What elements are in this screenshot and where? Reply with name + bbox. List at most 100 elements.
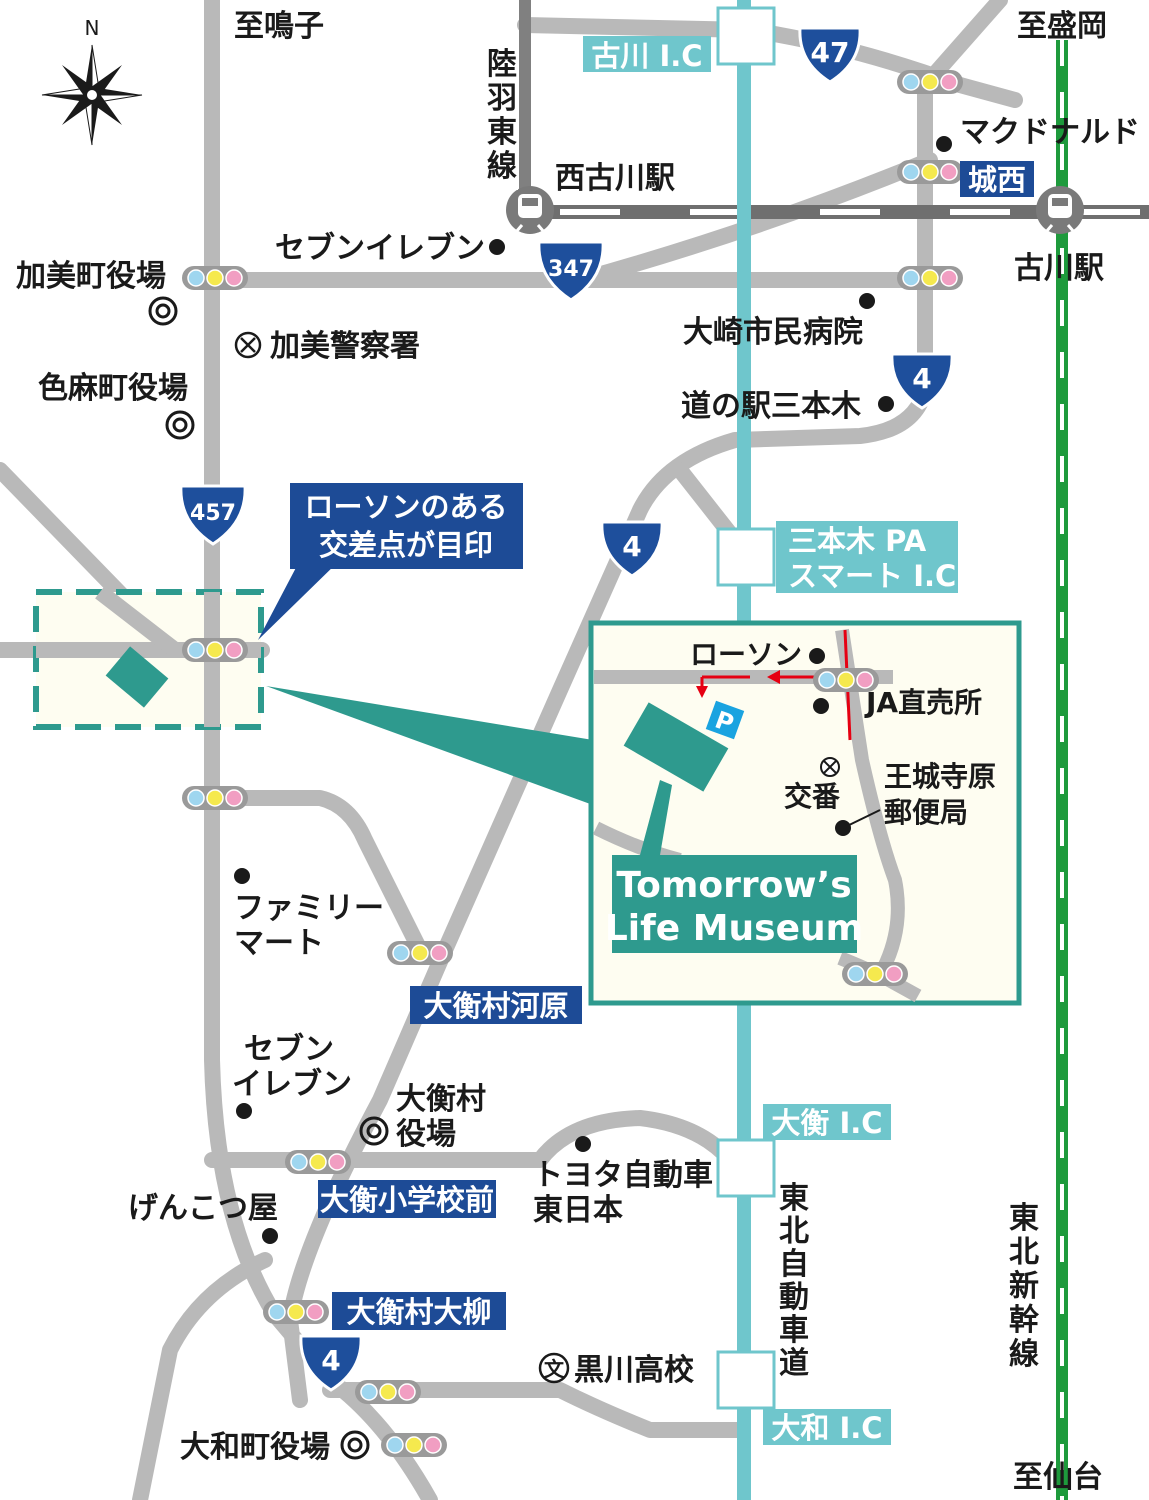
taiwa-ic-label: 大和 I.C bbox=[771, 1411, 882, 1445]
museum-building bbox=[623, 702, 729, 792]
toyota-label-2: 東日本 bbox=[533, 1193, 623, 1228]
museum-name-line2: Life Museum bbox=[605, 908, 863, 949]
taiwa-office-icon bbox=[340, 1430, 370, 1460]
traffic-signal bbox=[285, 1150, 351, 1174]
svg-text:4: 4 bbox=[912, 362, 931, 395]
shikama-office-label: 色麻町役場 bbox=[38, 371, 188, 406]
mcdonalds-label: マクドナルド bbox=[960, 115, 1140, 150]
josai-label: 城西 bbox=[968, 163, 1026, 197]
seven-eleven-label-2a: セブン bbox=[244, 1032, 334, 1067]
svg-text:347: 347 bbox=[548, 257, 594, 282]
toyota-dot bbox=[575, 1136, 591, 1152]
vertical-labels: 陸羽東線 東北自動車道 東北新幹線 bbox=[484, 40, 1042, 1381]
ohira-office-label-1: 大衡村 bbox=[396, 1082, 486, 1117]
traffic-signal bbox=[813, 668, 879, 692]
genkotsuya-dot bbox=[262, 1228, 278, 1244]
ja-dot bbox=[813, 698, 829, 714]
ohira-school-label: 大衡小学校前 bbox=[320, 1183, 494, 1217]
traffic-signal bbox=[182, 638, 248, 662]
road-47-east bbox=[952, 77, 1023, 108]
rikuu-line-label: 陸羽東線 bbox=[487, 47, 517, 184]
police-icon bbox=[234, 331, 262, 359]
morioka-direction: 至盛岡 bbox=[1017, 9, 1107, 44]
traffic-signal bbox=[897, 160, 963, 184]
traffic-signal bbox=[182, 786, 248, 810]
road-kurokawa bbox=[322, 1382, 748, 1438]
svg-text:47: 47 bbox=[811, 36, 850, 69]
svg-text:4: 4 bbox=[321, 1344, 340, 1377]
museum-building-small bbox=[105, 646, 169, 708]
interchange-boxes bbox=[716, 6, 776, 1410]
seven-eleven-label-2b: イレブン bbox=[232, 1067, 352, 1102]
svg-text:N: N bbox=[85, 16, 100, 40]
toyota-label-1: トヨタ自動車 bbox=[533, 1158, 713, 1193]
mcdonalds-dot bbox=[936, 136, 952, 152]
kami-office-icon bbox=[148, 296, 178, 326]
museum-name-line1: Tomorrow’s bbox=[616, 865, 851, 906]
furukawa-station-label: 古川駅 bbox=[1014, 251, 1104, 286]
tohoku-expressway-label: 東北自動車道 bbox=[779, 1181, 809, 1381]
parking-icon: P bbox=[705, 700, 745, 740]
road-route-4 bbox=[282, 77, 933, 1408]
inset-map: P Tomorrow’s Life Museum ローソン JA直売所 交番 王… bbox=[588, 620, 1022, 1006]
road-kawara bbox=[204, 790, 428, 958]
kurokawa-hs-label: 黒川高校 bbox=[574, 1353, 694, 1388]
shield-route-457: 457 bbox=[179, 484, 247, 546]
poi-dots bbox=[234, 136, 952, 1244]
sanbongi-pa-label: 三本木 PA bbox=[788, 524, 927, 558]
traffic-signal bbox=[355, 1380, 421, 1404]
ohira-office-label-2: 役場 bbox=[396, 1117, 456, 1152]
svg-text:交差点が目印: 交差点が目印 bbox=[319, 528, 493, 562]
smart-ic-label: スマート I.C bbox=[788, 559, 956, 593]
koban-icon bbox=[820, 757, 840, 777]
ohira-office-icon bbox=[359, 1116, 389, 1146]
seven-eleven-dot-1 bbox=[489, 239, 505, 255]
post-label-1: 王城寺原 bbox=[884, 760, 996, 793]
koban-label: 交番 bbox=[784, 780, 841, 813]
town-office-symbols bbox=[148, 296, 389, 1460]
familymart-label-1: ファミリー bbox=[234, 891, 384, 926]
school-icon: 文 bbox=[538, 1352, 570, 1384]
traffic-signal bbox=[842, 962, 908, 986]
furukawa-ic-label: 古川 I.C bbox=[591, 39, 702, 73]
naruko-direction: 至鳴子 bbox=[234, 9, 324, 44]
road-southwest-curve bbox=[132, 1252, 273, 1500]
shield-route-347: 347 bbox=[537, 240, 605, 302]
taiwa-ic-box bbox=[716, 1350, 776, 1410]
shield-route-4-mid: 4 bbox=[600, 520, 664, 578]
seven-eleven-label-1: セブンイレブン bbox=[275, 231, 485, 266]
sanbongi-ic-box bbox=[716, 527, 776, 587]
traffic-signal bbox=[381, 1433, 447, 1457]
nishi-furukawa-label: 西古川駅 bbox=[555, 161, 675, 196]
museum-label-box bbox=[612, 855, 857, 953]
familymart-label-2: マート bbox=[234, 926, 324, 961]
traffic-signals bbox=[182, 70, 963, 1457]
svg-text:457: 457 bbox=[190, 501, 236, 526]
svg-text:4: 4 bbox=[622, 530, 641, 563]
genkotsuya-label: げんこつ屋 bbox=[128, 1191, 278, 1226]
road-347-diagonal bbox=[572, 152, 938, 288]
callout: ローソンのある 交差点が目印 bbox=[258, 483, 523, 640]
route-shields: 47 347 4 4 457 4 bbox=[179, 26, 954, 1392]
ohira-oyanagi-label: 大衡村大柳 bbox=[346, 1295, 491, 1329]
traffic-signal bbox=[897, 266, 963, 290]
traffic-signal bbox=[182, 266, 248, 290]
road-school bbox=[204, 1110, 738, 1168]
osaki-hospital-label: 大崎市民病院 bbox=[683, 315, 863, 350]
compass-rose: N bbox=[41, 16, 143, 146]
osaki-hospital-dot bbox=[859, 293, 875, 309]
place-labels: 至鳴子 至盛岡 至仙台 マクドナルド 西古川駅 古川駅 セブンイレブン 加美町役… bbox=[16, 9, 1140, 1495]
michinoeki-label: 道の駅三本木 bbox=[681, 389, 861, 424]
kami-office-label: 加美町役場 bbox=[16, 259, 166, 294]
post-label-2: 郵便局 bbox=[884, 796, 968, 829]
familymart-dot bbox=[234, 868, 250, 884]
ohira-kawara-label: 大衡村河原 bbox=[423, 989, 568, 1023]
taiwa-office-label: 大和町役場 bbox=[180, 1430, 330, 1465]
svg-text:ローソンのある: ローソンのある bbox=[304, 490, 507, 524]
svg-text:文: 文 bbox=[544, 1357, 565, 1381]
kami-police-label: 加美警察署 bbox=[270, 329, 420, 364]
ohira-ic-box bbox=[716, 1138, 776, 1198]
traffic-signal bbox=[263, 1300, 329, 1324]
ja-label: JA直売所 bbox=[864, 686, 982, 719]
